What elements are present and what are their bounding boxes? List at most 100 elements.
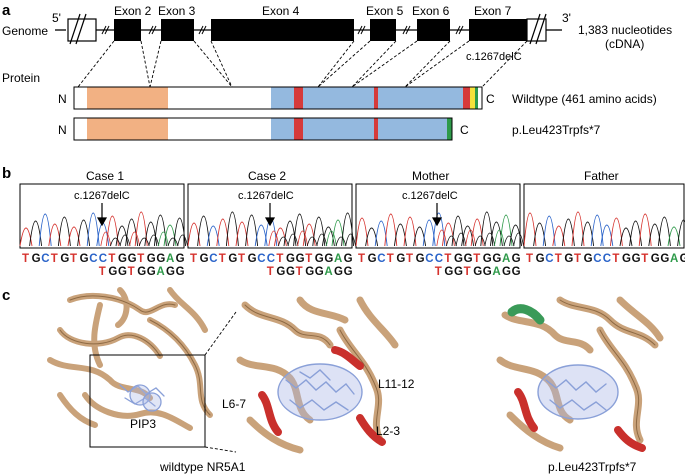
trace-peak (590, 214, 604, 247)
base-letter: T (190, 253, 197, 265)
base-letter: G (156, 253, 165, 265)
helix-red-marker (294, 118, 303, 140)
genome-label: Genome (2, 24, 48, 38)
trace-peak-secondary (129, 231, 140, 247)
trace-peak-secondary (278, 236, 289, 247)
cdna-length-line1: 1,383 nucleotides (578, 23, 672, 37)
trace-title-case2: Case 2 (248, 169, 286, 183)
base-letter: G (536, 253, 545, 265)
base-letter: G (454, 253, 463, 265)
base-letter: G (315, 266, 324, 278)
trace-peak-secondary (446, 235, 457, 247)
exon-2-box (114, 19, 141, 41)
trace-peak (355, 217, 369, 247)
exon-7-label: Exon 7 (474, 4, 512, 18)
trace-peak (67, 226, 81, 247)
base-letter: G (454, 266, 463, 278)
trace-marker-case1: c.1267delC (74, 190, 130, 202)
base-letter: A (492, 266, 501, 278)
exon-2-label: Exon 2 (114, 4, 152, 18)
base-letter: T (51, 253, 58, 265)
three-prime-label: 3' (562, 11, 571, 25)
helix-red-marker (374, 118, 378, 140)
base-letter: C (545, 253, 554, 265)
trace-peak (19, 227, 33, 247)
base-letter: G (60, 253, 69, 265)
loop-label-l2-3: L2-3 (376, 424, 400, 438)
trace-peak (489, 221, 503, 247)
cdna-length-line2: (cDNA) (605, 37, 644, 51)
base-letter: T (387, 253, 394, 265)
base-letter: G (128, 253, 137, 265)
loop-label-l6-7: L6-7 (222, 397, 246, 411)
base-letter: G (200, 253, 209, 265)
trace-peak (254, 224, 268, 247)
trace-peak (432, 212, 446, 247)
trace-peak (57, 216, 71, 247)
trace-peak (273, 227, 287, 247)
dna-binding-domain (87, 118, 168, 140)
mutant-n-label: N (58, 123, 67, 137)
base-letter: G (660, 253, 669, 265)
green-marker (475, 87, 478, 109)
base-letter: C (99, 253, 108, 265)
protein-label: Protein (2, 71, 40, 85)
base-letter: G (32, 253, 41, 265)
trace-peak (331, 219, 345, 247)
base-letter: G (492, 253, 501, 265)
trace-peak (86, 212, 100, 247)
base-letter: G (368, 253, 377, 265)
base-letter: G (512, 266, 521, 278)
base-letter: A (334, 253, 343, 265)
trace-peak-secondary (306, 236, 318, 247)
loop-label-l11-12: L11-12 (378, 377, 415, 391)
base-letter: T (137, 253, 144, 265)
ligand-label: PIP3 (130, 417, 156, 431)
trace-peak-secondary (297, 230, 308, 247)
base-letter: G (483, 266, 492, 278)
base-letter: T (267, 266, 274, 278)
base-letter: G (344, 266, 353, 278)
base-letter: T (526, 253, 533, 265)
base-letter: T (641, 253, 648, 265)
base-letter: T (574, 253, 581, 265)
base-letter: G (334, 266, 343, 278)
base-letter: A (324, 266, 333, 278)
base-letter: C (41, 253, 50, 265)
base-letter: G (584, 253, 593, 265)
mutation-triangle-icon (495, 34, 501, 40)
base-letter: C (89, 253, 98, 265)
trace-peak-secondary (100, 231, 112, 247)
zoom-region-box (89, 354, 206, 448)
trace-peak (283, 220, 297, 247)
trace-peak (302, 223, 316, 247)
zoom-line-bottom (204, 446, 237, 453)
base-letter: T (305, 253, 312, 265)
trace-peak (552, 225, 566, 247)
base-letter: G (651, 253, 660, 265)
helix-red-marker (374, 87, 378, 109)
trace-peak (197, 215, 211, 247)
trace-peak (134, 211, 148, 247)
trace-peak-secondary (436, 229, 448, 247)
wildtype-c-label: C (486, 92, 495, 106)
base-letter: G (305, 266, 314, 278)
trace-peak (441, 222, 455, 247)
base-letter: T (128, 266, 135, 278)
trace-peak-secondary (158, 231, 169, 247)
trace-peak (384, 213, 398, 247)
trace-peak (677, 219, 685, 247)
genome-track: Genome 5' 3' (2, 11, 571, 45)
trace-peak-secondary (503, 235, 515, 247)
exon-protein-mapping-lines (77, 40, 528, 88)
trace-peak (374, 220, 388, 247)
base-letter: G (137, 266, 146, 278)
mutant-protein-bar (73, 117, 453, 141)
trace-peak (115, 225, 129, 247)
trace-marker-mother: c.1267delC (402, 190, 458, 202)
base-letter: T (406, 253, 413, 265)
mutant-structure (496, 296, 664, 452)
trace-peak-secondary (513, 232, 524, 247)
base-letter: G (80, 253, 89, 265)
